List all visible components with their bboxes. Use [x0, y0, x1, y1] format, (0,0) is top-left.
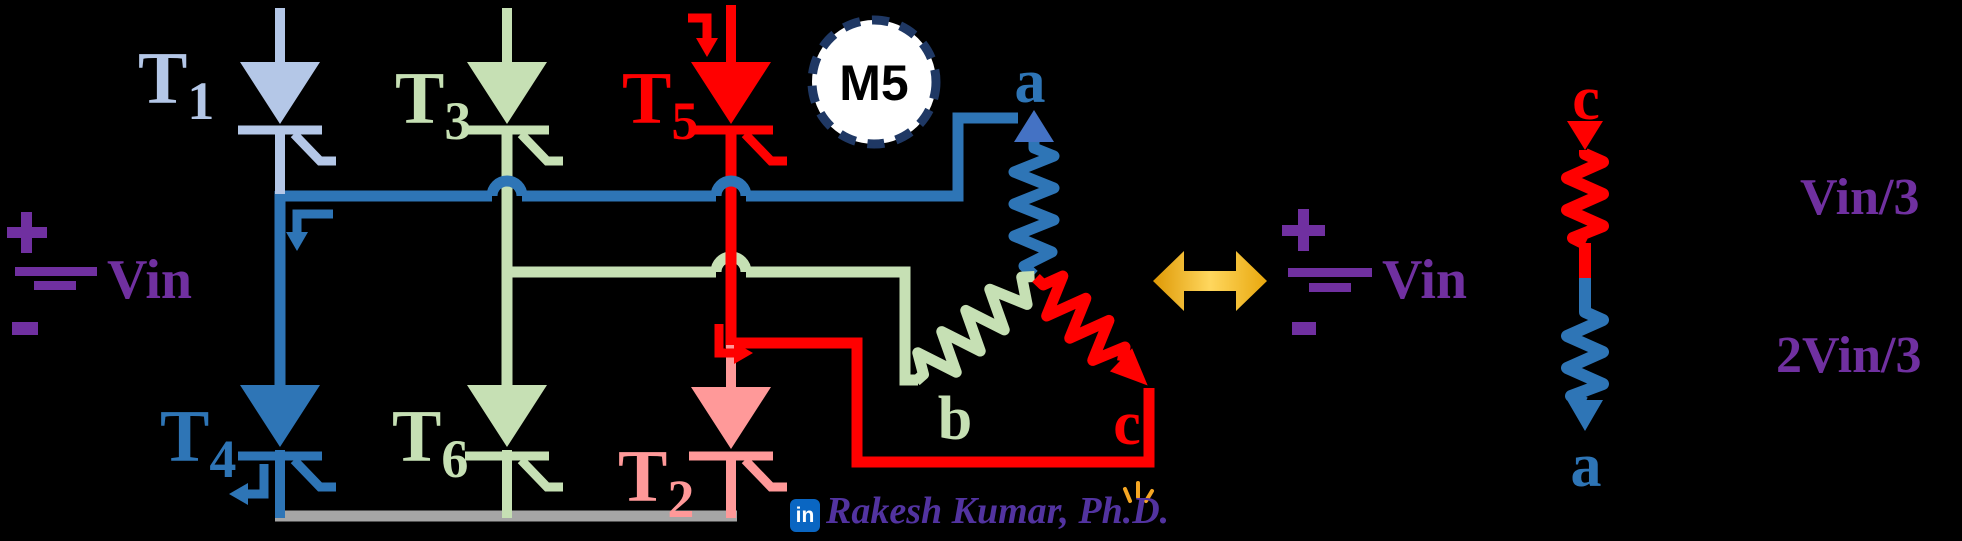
phase-b-label: b: [937, 385, 973, 453]
label-T1: T1: [138, 38, 215, 131]
gate-current-arrow-T5: [688, 13, 718, 57]
signature-text: Rakesh Kumar, Ph.D.: [826, 490, 1170, 532]
thyristor-T2-symbol: [689, 345, 787, 518]
thyristor-T6-symbol: [465, 385, 563, 518]
thyristor-T4-symbol: [238, 385, 336, 518]
phase-a-arrowhead: [1014, 110, 1054, 142]
thyristor-T5-symbol: [689, 5, 787, 166]
equiv-resistor-c: [1561, 148, 1609, 250]
phase-a-label: a: [1014, 48, 1046, 116]
label-T6: T6: [392, 396, 469, 489]
vin-left-label: Vin: [107, 249, 193, 311]
winding-c: [1032, 270, 1148, 386]
phase-a-bus-wire: [275, 112, 1018, 202]
label-T3: T3: [395, 58, 472, 151]
battery-left-short-plate: [34, 281, 76, 290]
sparkle-icon: [1123, 481, 1154, 503]
equivalence-double-arrow: [1153, 251, 1267, 311]
phase-c-label: c: [1113, 390, 1141, 458]
label-T4: T4: [160, 396, 237, 489]
equiv-terminal-a-label: a: [1570, 432, 1602, 500]
winding-a: [1008, 142, 1060, 280]
equivalent-series-circuit: [1561, 121, 1609, 431]
battery-left-long-plate: [15, 267, 97, 276]
thyristor-T3-symbol: [465, 8, 563, 166]
equiv-top-arrowhead: [1567, 121, 1603, 150]
motor-circle: [807, 15, 941, 149]
label-T2: T2: [618, 436, 695, 529]
battery-left-symbol: [7, 212, 97, 335]
equiv-terminal-c-label: c: [1572, 65, 1600, 133]
phase-c-current-path: [731, 337, 1155, 468]
minus-sign-left: [12, 322, 38, 335]
battery-right-long-plate: [1288, 268, 1372, 277]
equiv-lower-voltage-label: 2Vin/3: [1776, 327, 1922, 384]
vin-right-label: Vin: [1382, 249, 1468, 311]
equiv-bottom-arrowhead: [1567, 400, 1603, 431]
equiv-resistor-a: [1561, 306, 1609, 409]
battery-right-short-plate: [1309, 283, 1351, 292]
phase-c-arrowhead: [1109, 348, 1148, 386]
thyristor-T1-symbol: [238, 8, 336, 194]
equiv-upper-voltage-label: Vin/3: [1800, 169, 1920, 226]
battery-right-symbol: [1282, 209, 1372, 335]
linkedin-icon: in: [790, 499, 820, 532]
label-T5: T5: [622, 58, 699, 151]
motor-label: M5: [839, 55, 909, 111]
minus-sign-right: [1292, 322, 1316, 335]
current-arrow-leg-a: [286, 209, 333, 251]
gate-current-arrow-T2: [714, 324, 753, 364]
current-arrow-T4-out: [229, 464, 269, 505]
winding-b: [912, 271, 1035, 386]
